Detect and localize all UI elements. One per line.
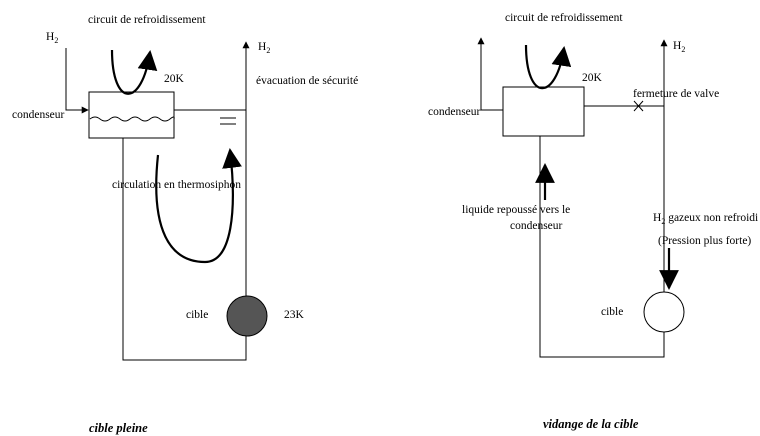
cooling-circuit-arrow-right bbox=[524, 44, 572, 90]
pipe-loop-right bbox=[539, 136, 665, 358]
condenser-temperature-right: 20K bbox=[582, 72, 603, 84]
left-caption: cible pleine bbox=[89, 421, 148, 435]
cooling-circuit-label: circuit de refroidissement bbox=[88, 14, 206, 26]
safety-exhaust-label: évacuation de sécurité bbox=[256, 75, 358, 87]
right-caption: vidange de la cible bbox=[543, 417, 639, 431]
h2-inlet-label: H2 bbox=[46, 31, 58, 45]
h2-inlet-line bbox=[65, 48, 89, 114]
pipe-top-right bbox=[584, 105, 665, 292]
valve-closed-x-2 bbox=[633, 100, 644, 112]
condenser-box bbox=[88, 91, 175, 139]
target-temperature: 23K bbox=[284, 309, 305, 321]
target-label: cible bbox=[186, 309, 208, 321]
target-label-right: cible bbox=[601, 306, 623, 318]
pressure-label: (Pression plus forte) bbox=[658, 235, 751, 247]
h2-outlet-label: H2 bbox=[258, 41, 270, 55]
cooling-circuit-arrow bbox=[110, 49, 158, 95]
pipe-loop bbox=[122, 138, 247, 361]
condenser-box-right bbox=[502, 86, 585, 137]
vent-line bbox=[477, 37, 503, 111]
h2-outlet-label-right: H2 bbox=[673, 40, 685, 54]
left-diagram: H2 circuit de refroidissement H2 20K éva… bbox=[12, 14, 358, 435]
valve-closing-label: fermeture de valve bbox=[633, 88, 719, 100]
h2-gas-label: H2 gazeux non refroidi bbox=[653, 212, 758, 226]
condenser-temperature: 20K bbox=[164, 73, 185, 85]
target-empty bbox=[643, 291, 685, 333]
target-full bbox=[226, 295, 268, 337]
condenser-label: condenseur bbox=[12, 109, 65, 121]
thermosiphon-arrow bbox=[155, 148, 242, 264]
condenser-label-right: condenseur bbox=[428, 106, 481, 118]
thermosiphon-label: circulation en thermosiphon bbox=[112, 179, 241, 191]
pipe-top bbox=[174, 109, 247, 296]
liquid-level-wave bbox=[89, 116, 175, 122]
liquid-pushed-label-2: condenseur bbox=[510, 220, 563, 232]
cooling-circuit-label-right: circuit de refroidissement bbox=[505, 12, 623, 24]
right-diagram: circuit de refroidissement H2 20K fermet… bbox=[428, 12, 758, 431]
liquid-pushed-label-1: liquide repoussé vers le bbox=[462, 204, 570, 216]
